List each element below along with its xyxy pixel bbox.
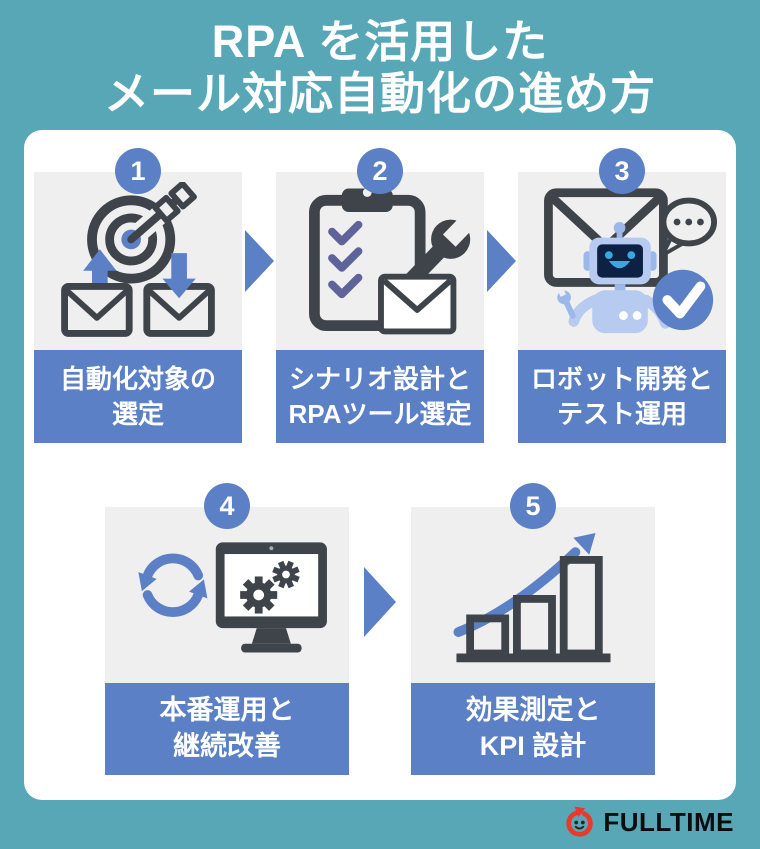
step-4-label: 本番運用と 継続改善 [105,683,349,775]
step-3-number: 3 [614,155,630,186]
step-1-label: 自動化対象の 選定 [34,350,242,443]
brand-logo: FULLTIME [563,803,734,841]
step-card-1: 1 [34,148,242,443]
right-arrow-icon [364,567,396,637]
step-5-label: 効果測定と KPI 設計 [411,683,655,775]
content-sheet: 1 [24,130,736,800]
step-card-4: 4 [105,483,349,775]
step-2-label-line2: RPAツール選定 [288,398,472,429]
step-2-number-badge: 2 [357,148,403,194]
steps-row-2: 4 [24,483,736,775]
step-card-3: 3 ロボット開発と テスト運用 [518,148,726,443]
step-5-label-line1: 効果測定と [465,695,601,726]
growth-chart-icon [453,532,611,663]
page-title-line1: RPA を活用した [211,16,549,67]
step-3-label: ロボット開発と テスト運用 [518,350,726,443]
monitor-refresh-icon [138,542,327,653]
flow-arrow-3 [349,507,411,637]
step-5-number-badge: 5 [510,483,556,529]
step-5-label-line2: KPI 設計 [479,731,587,761]
fulltime-clock-mascot-icon [566,806,594,837]
step-1-icon-area [34,172,242,350]
step-1-number-badge: 1 [115,148,161,194]
step-5-icon-area [411,507,655,683]
step-3-number-badge: 3 [599,148,645,194]
step-4-label-line2: 継続改善 [173,731,281,761]
step-2-label: シナリオ設計と RPAツール選定 [276,350,484,443]
flow-arrow-2 [484,172,518,292]
step-2-icon-area [276,172,484,350]
step-4-label-line1: 本番運用と [159,695,295,726]
step-5-number: 5 [525,490,541,521]
step-1-number: 1 [130,155,146,186]
page-title: RPA を活用した メール対応自動化の進め方 [0,16,760,120]
step-2-number: 2 [372,155,388,186]
step-2-label-line1: シナリオ設計と [288,364,471,395]
step-card-2: 2 [276,148,484,443]
step-1-label-line2: 選定 [111,398,164,429]
step-4-number-badge: 4 [204,483,250,529]
step-4-number: 4 [219,490,235,521]
step-3-label-line1: ロボット開発と [530,364,713,395]
target-emails-icon [61,182,215,337]
step-4-icon-area [105,507,349,683]
step-3-icon-area [518,172,726,350]
robot-email-icon [544,188,717,334]
right-arrow-icon [486,230,516,292]
step-3-label-line2: テスト運用 [556,398,687,429]
right-arrow-icon [244,230,274,292]
flow-arrow-1 [242,172,276,292]
clipboard-wrench-icon [309,188,473,335]
page-title-line2: メール対応自動化の進め方 [103,67,656,119]
steps-row-1: 1 [24,148,736,443]
step-1-label-line1: 自動化対象の [59,364,216,395]
step-card-5: 5 効果測定と KPI 設計 [411,483,655,775]
brand-name: FULLTIME [603,806,734,837]
